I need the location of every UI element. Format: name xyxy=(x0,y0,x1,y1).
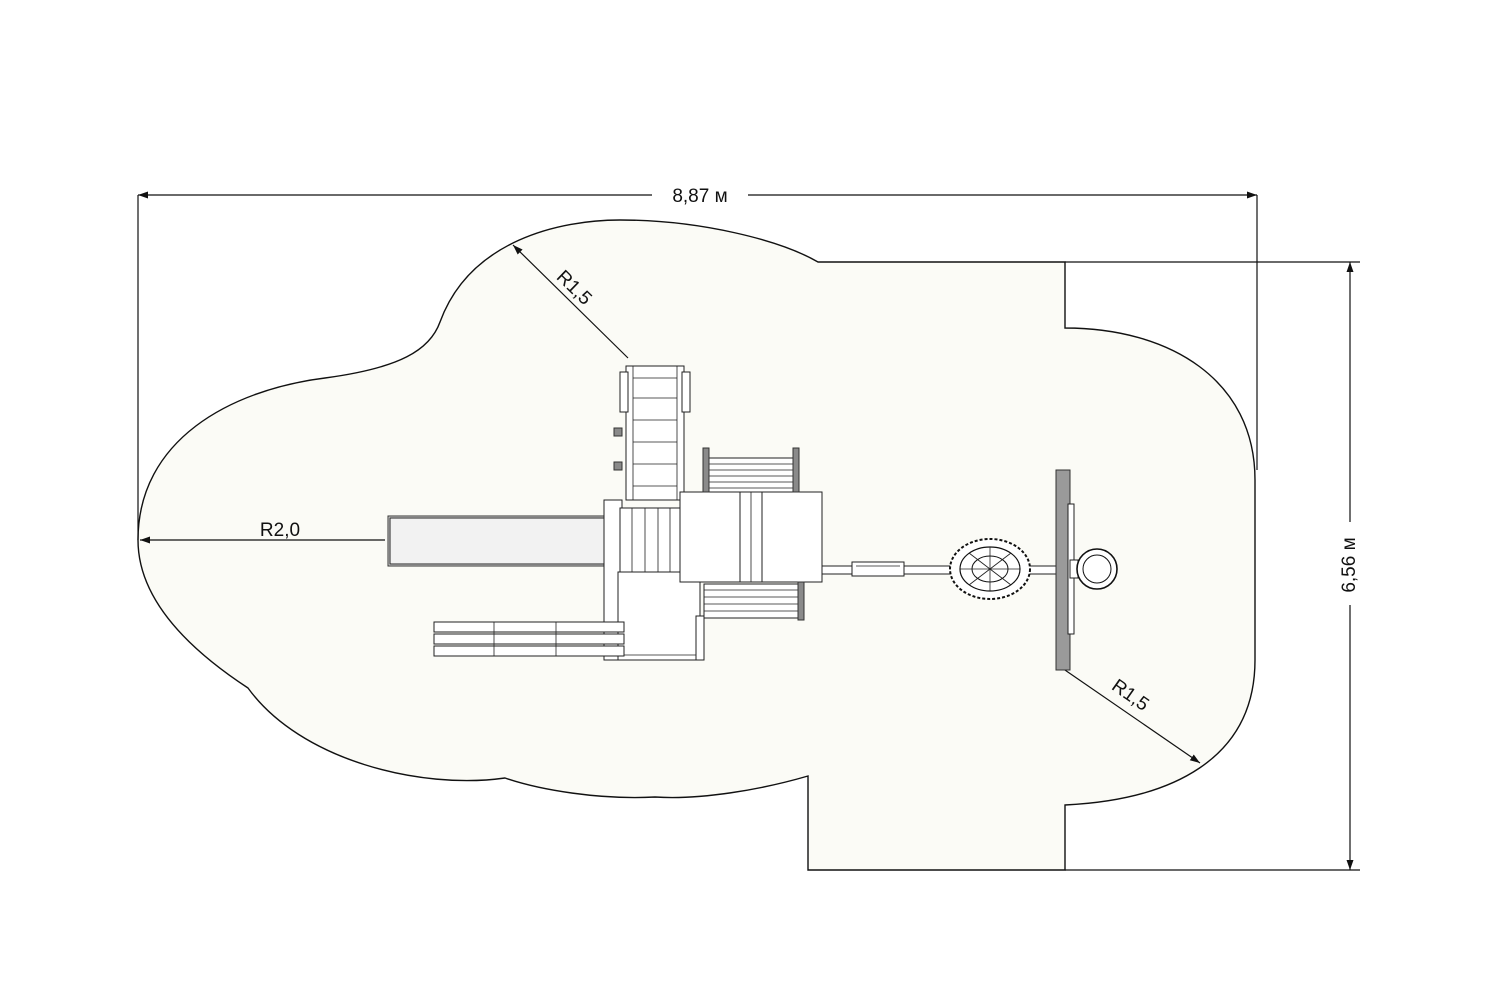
basketball-hoop xyxy=(1069,548,1118,590)
height-label: 6,56 м xyxy=(1339,537,1360,592)
radius-slide-dimension: R2,0 xyxy=(140,520,385,544)
main-tower-roof xyxy=(679,491,823,583)
benches xyxy=(433,621,625,657)
radius-slide-label: R2,0 xyxy=(260,520,300,541)
upper-stairs xyxy=(702,447,800,493)
width-dimension: 8,87 м xyxy=(137,186,1258,540)
tower-left-deck xyxy=(603,499,701,661)
width-label: 8,87 м xyxy=(672,186,727,207)
nest-swing xyxy=(949,538,1031,600)
lower-stairs xyxy=(695,581,805,661)
height-dimension: 6,56 м xyxy=(1065,261,1360,871)
climbing-ladder xyxy=(613,365,691,501)
slide xyxy=(387,515,609,567)
